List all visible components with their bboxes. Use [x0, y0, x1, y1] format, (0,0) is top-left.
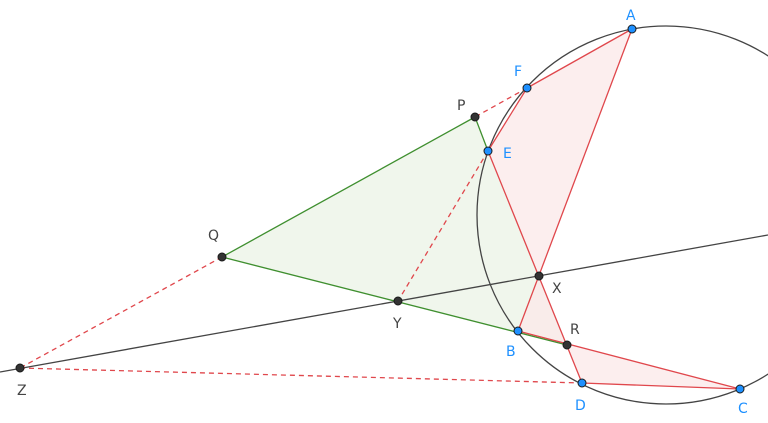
- point-r: [562, 340, 572, 350]
- point-label-c: C: [738, 401, 748, 417]
- hexagon-side-CB: [517, 330, 741, 390]
- dashed-extension-ZD: [19, 367, 583, 384]
- circumcircle: [476, 25, 768, 405]
- point-label-a: A: [626, 8, 636, 24]
- point-q: [217, 252, 227, 262]
- hexagon-side-DC: [581, 382, 741, 390]
- point-f: [522, 83, 532, 93]
- pascal-line: [0, 234, 768, 373]
- hexagon-fill: [488, 29, 740, 389]
- point-label-e: E: [503, 146, 512, 162]
- point-x: [534, 271, 544, 281]
- dashed-extension-FP: [474, 87, 528, 118]
- triangle-pqr-fill: [222, 117, 567, 345]
- point-y: [393, 296, 403, 306]
- point-c: [735, 384, 745, 394]
- point-label-x: X: [552, 281, 562, 297]
- point-label-y: Y: [392, 316, 402, 332]
- point-a: [627, 24, 637, 34]
- point-label-q: Q: [208, 228, 219, 244]
- hexagon-side-FE: [487, 87, 528, 152]
- point-d: [577, 378, 587, 388]
- point-z: [15, 363, 25, 373]
- point-label-b: B: [506, 344, 516, 360]
- dashed-extension-QZ: [19, 256, 223, 369]
- hexagon-side-AF: [526, 28, 633, 89]
- point-label-p: P: [457, 98, 465, 114]
- dashed-extension-EY: [397, 150, 489, 302]
- segment-PQ: [221, 116, 476, 258]
- segment-PE: [474, 116, 489, 152]
- point-p: [470, 112, 480, 122]
- point-label-f: F: [514, 64, 522, 80]
- point-label-d: D: [575, 398, 586, 414]
- hexagon-side-BA: [517, 28, 633, 332]
- point-label-z: Z: [17, 383, 27, 399]
- point-e: [483, 146, 493, 156]
- point-label-r: R: [570, 322, 580, 338]
- point-b: [513, 326, 523, 336]
